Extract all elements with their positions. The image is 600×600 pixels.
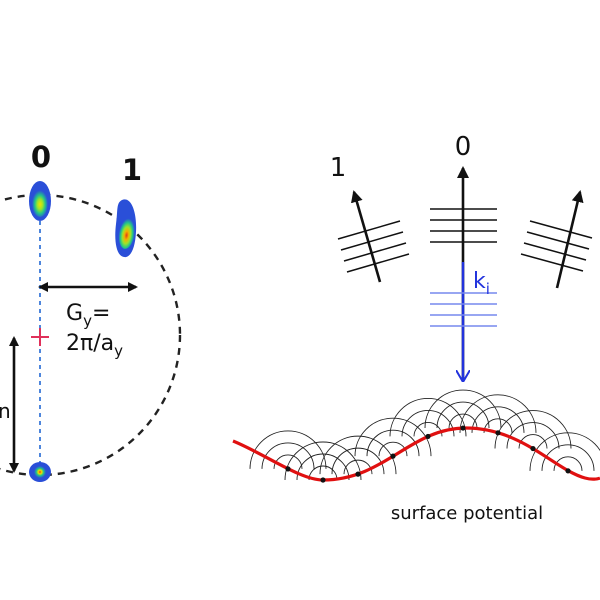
partial-cut-label: n [0,399,11,423]
scatterer-dot [285,466,291,472]
wavelet-arc [436,401,490,429]
incident-label: ki [473,269,490,298]
beam-1-right-arrow [555,190,584,289]
spot-label-1: 1 [122,153,142,187]
wavelet-arc [541,444,595,471]
huygens-wavelets [249,389,600,480]
scatterer-dot [460,425,466,431]
wavelet-arc [471,406,525,433]
wavelet-arc [296,453,350,480]
scatterer-dot [425,433,431,440]
wavelet-arc [483,418,513,433]
center-cross [31,328,49,346]
scatterer-dot [565,468,571,474]
wavelet-arc [378,441,408,457]
gy-label-line2: 2π/ay [66,331,123,360]
scatterer-dot [530,445,536,452]
beam-1-left-wavefronts [337,220,410,273]
wavelet-arc [448,413,478,429]
scatterer-dot [390,453,396,459]
right-panel-scattering-schematic: ki 1 0 1 surface potential [232,132,600,524]
beam-label-left: 1 [330,153,347,183]
scatterer-dot [495,430,501,436]
beam-label-center: 0 [455,132,472,162]
beam-1-left-arrow [351,190,382,283]
wavelet-arc [553,456,583,471]
wavelet-arc [401,409,455,437]
surface-potential-label: surface potential [391,503,543,524]
wavelet-arc [261,442,315,469]
wavelet-arc [331,447,385,475]
left-panel-diffraction-pattern: 0 1 Gy= 2π/ay n [0,140,182,482]
scatterer-dot [355,471,361,477]
ewald-circle [0,193,182,477]
wavelet-arc [424,389,502,429]
beam-1-right-wavefronts [520,220,593,272]
wavelet-arc [529,432,600,471]
wavelet-arc [308,465,338,480]
scatterer-dot [320,477,326,483]
wavelet-arc [249,430,327,469]
spot-1 [115,199,137,258]
surface-potential-curve [232,426,600,482]
wavelet-arc [494,410,572,449]
incident-wavefronts [430,292,497,327]
spot-label-0: 0 [31,140,51,174]
wavelet-arc [366,429,420,457]
surface-scatterers [285,425,571,483]
wavelet-arc [284,441,362,480]
wavelet-arc [459,394,537,433]
beam-0-wavefronts [430,208,497,243]
spot-0 [29,181,51,221]
wavelet-arc [506,422,560,449]
spot-origin [29,462,51,482]
wavelet-arc [389,397,467,437]
wavelet-arc [354,417,432,457]
gy-label-line1: Gy= [66,301,110,330]
